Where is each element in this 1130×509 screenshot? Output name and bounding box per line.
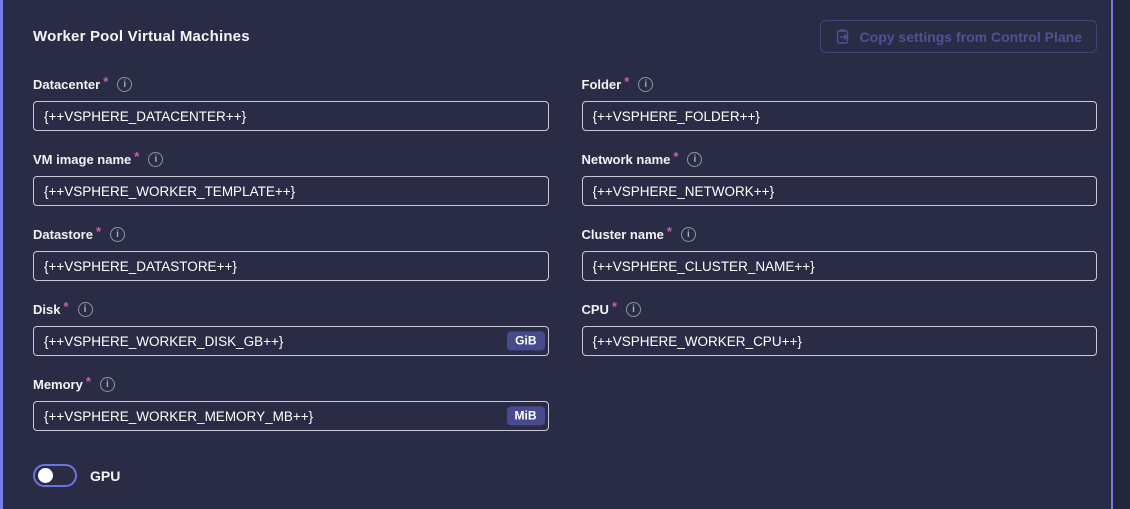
field-folder: Folder * i bbox=[581, 74, 1097, 131]
field-cluster-name: Cluster name * i bbox=[581, 224, 1097, 281]
datastore-input[interactable] bbox=[33, 251, 549, 281]
network-name-input[interactable] bbox=[581, 176, 1097, 206]
fields-grid: Datacenter * i Folder * i VM image name … bbox=[33, 74, 1098, 452]
required-marker: * bbox=[103, 74, 109, 89]
field-datastore: Datastore * i bbox=[33, 224, 549, 281]
folder-input[interactable] bbox=[581, 101, 1097, 131]
field-datacenter: Datacenter * i bbox=[33, 74, 549, 131]
required-marker: * bbox=[666, 224, 672, 239]
gpu-row: GPU bbox=[33, 464, 1097, 487]
field-label: Disk bbox=[33, 302, 61, 317]
info-icon[interactable]: i bbox=[626, 302, 642, 317]
unit-badge-gib: GiB bbox=[507, 331, 545, 351]
required-marker: * bbox=[611, 299, 618, 314]
cluster-name-input[interactable] bbox=[581, 251, 1097, 281]
panel-title: Worker Pool Virtual Machines bbox=[33, 28, 250, 45]
field-label: Network name bbox=[581, 152, 671, 167]
info-icon[interactable]: i bbox=[638, 77, 654, 92]
field-label: Datacenter bbox=[33, 77, 101, 92]
required-marker: * bbox=[624, 74, 630, 89]
field-label: Folder bbox=[581, 77, 622, 92]
memory-input[interactable] bbox=[33, 401, 549, 431]
info-icon[interactable]: i bbox=[77, 302, 93, 317]
gpu-toggle-knob bbox=[38, 468, 53, 483]
grid-spacer bbox=[582, 377, 1098, 452]
gpu-toggle-label: GPU bbox=[90, 467, 121, 484]
field-label: Cluster name bbox=[581, 227, 664, 242]
panel-header: Worker Pool Virtual Machines Copy settin… bbox=[33, 20, 1097, 53]
datacenter-input[interactable] bbox=[33, 101, 549, 131]
info-icon[interactable]: i bbox=[680, 227, 696, 242]
field-network-name: Network name * i bbox=[581, 149, 1097, 206]
copy-settings-button[interactable]: Copy settings from Control Plane bbox=[819, 20, 1097, 53]
cpu-input[interactable] bbox=[581, 326, 1097, 356]
field-cpu: CPU * i bbox=[581, 299, 1097, 356]
info-icon[interactable]: i bbox=[117, 77, 133, 92]
disk-input[interactable] bbox=[33, 326, 549, 356]
info-icon[interactable]: i bbox=[110, 227, 126, 242]
field-label: Memory bbox=[33, 377, 83, 392]
info-icon[interactable]: i bbox=[148, 152, 164, 167]
field-label: Datastore bbox=[33, 227, 93, 242]
field-vm-image-name: VM image name * i bbox=[33, 149, 549, 206]
info-icon[interactable]: i bbox=[687, 152, 703, 167]
field-memory: Memory * i MiB bbox=[33, 374, 549, 431]
field-label: VM image name bbox=[33, 152, 132, 167]
clipboard-arrow-icon bbox=[835, 28, 851, 45]
required-marker: * bbox=[63, 299, 69, 314]
unit-badge-mib: MiB bbox=[506, 406, 545, 426]
required-marker: * bbox=[134, 149, 140, 164]
vm-image-name-input[interactable] bbox=[33, 176, 549, 206]
required-marker: * bbox=[95, 224, 102, 239]
gpu-toggle[interactable] bbox=[33, 464, 77, 487]
required-marker: * bbox=[85, 374, 91, 389]
field-disk: Disk * i GiB bbox=[33, 299, 549, 356]
required-marker: * bbox=[673, 149, 679, 164]
copy-settings-button-label: Copy settings from Control Plane bbox=[859, 28, 1082, 45]
info-icon[interactable]: i bbox=[99, 377, 115, 392]
field-label: CPU bbox=[581, 302, 609, 317]
